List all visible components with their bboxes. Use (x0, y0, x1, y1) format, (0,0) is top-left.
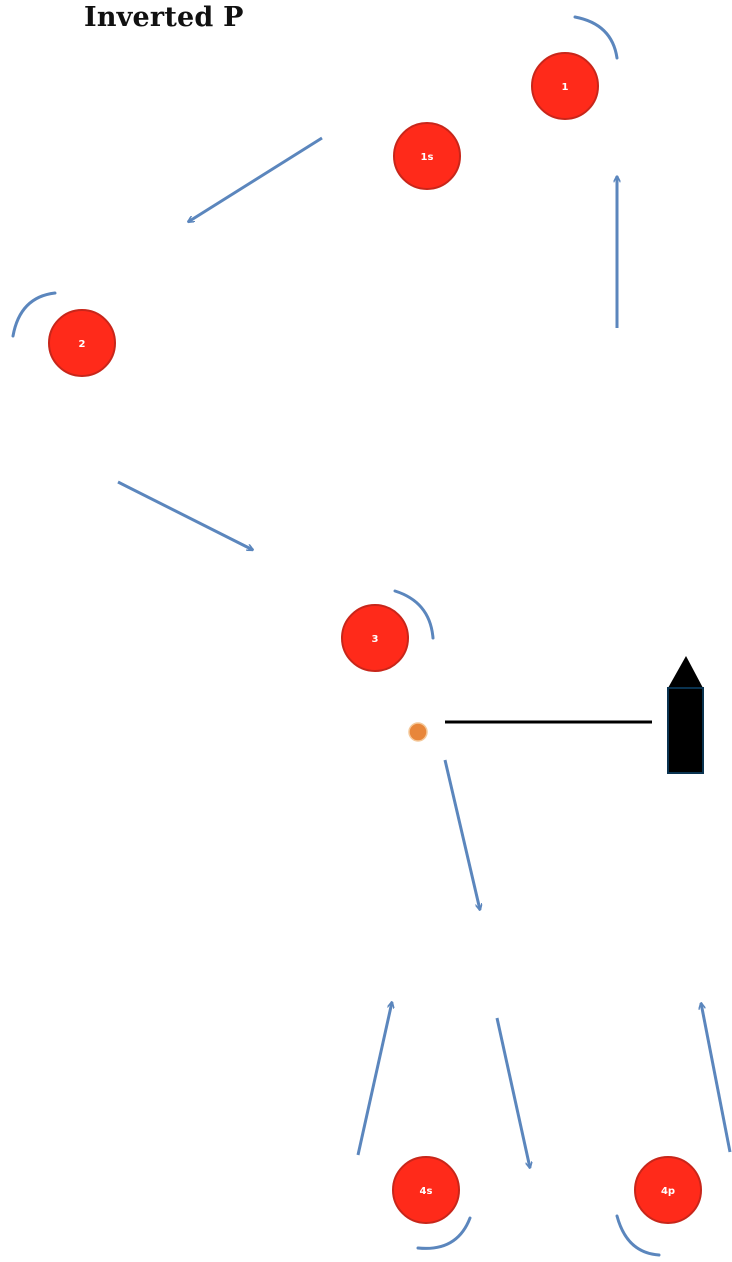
mark-4s: 4s (392, 1156, 460, 1224)
mark-4p-circle (634, 1156, 702, 1224)
pin-end-ball (408, 722, 428, 742)
arrow-down-to-4s (495, 1017, 530, 1168)
arrow-from-start-down (443, 759, 480, 910)
rounding-arc-4p (615, 1214, 661, 1257)
rounding-arc-1 (573, 15, 619, 60)
course-arrows (117, 136, 732, 1168)
rounding-arc-4s (416, 1216, 472, 1250)
arrow-to-mark-2 (188, 136, 323, 222)
committee-boat-bow (668, 656, 703, 688)
mark-4p-label: 4p (661, 1186, 675, 1197)
mark-1-circle (531, 52, 599, 120)
mark-1s: 1s (393, 122, 461, 190)
mark-4s-label: 4s (420, 1186, 433, 1197)
rounding-arc-2 (11, 291, 57, 338)
rounding-arc-3 (393, 589, 435, 640)
diagram-title: Inverted P (84, 2, 244, 33)
committee-boat (667, 656, 704, 774)
mark-1s-label: 1s (421, 152, 434, 163)
arrow-up-from-4p (701, 1003, 732, 1153)
mark-4s-circle (392, 1156, 460, 1224)
mark-3-circle (341, 604, 409, 672)
mark-2-label: 2 (79, 339, 86, 350)
mark-2: 2 (48, 309, 116, 377)
mark-1-label: 1 (562, 82, 569, 93)
arrow-to-mark-3 (117, 480, 253, 552)
mark-2-circle (48, 309, 116, 377)
course-marks: 1 1s 2 3 4s 4p (48, 52, 702, 1224)
start-line (408, 656, 704, 774)
mark-1s-circle (393, 122, 461, 190)
rounding-arcs (11, 15, 661, 1257)
mark-3: 3 (341, 604, 409, 672)
mark-1: 1 (531, 52, 599, 120)
committee-boat-hull (667, 687, 704, 774)
mark-4p: 4p (634, 1156, 702, 1224)
mark-3-label: 3 (372, 634, 379, 645)
arrow-up-from-4s (356, 1002, 392, 1156)
